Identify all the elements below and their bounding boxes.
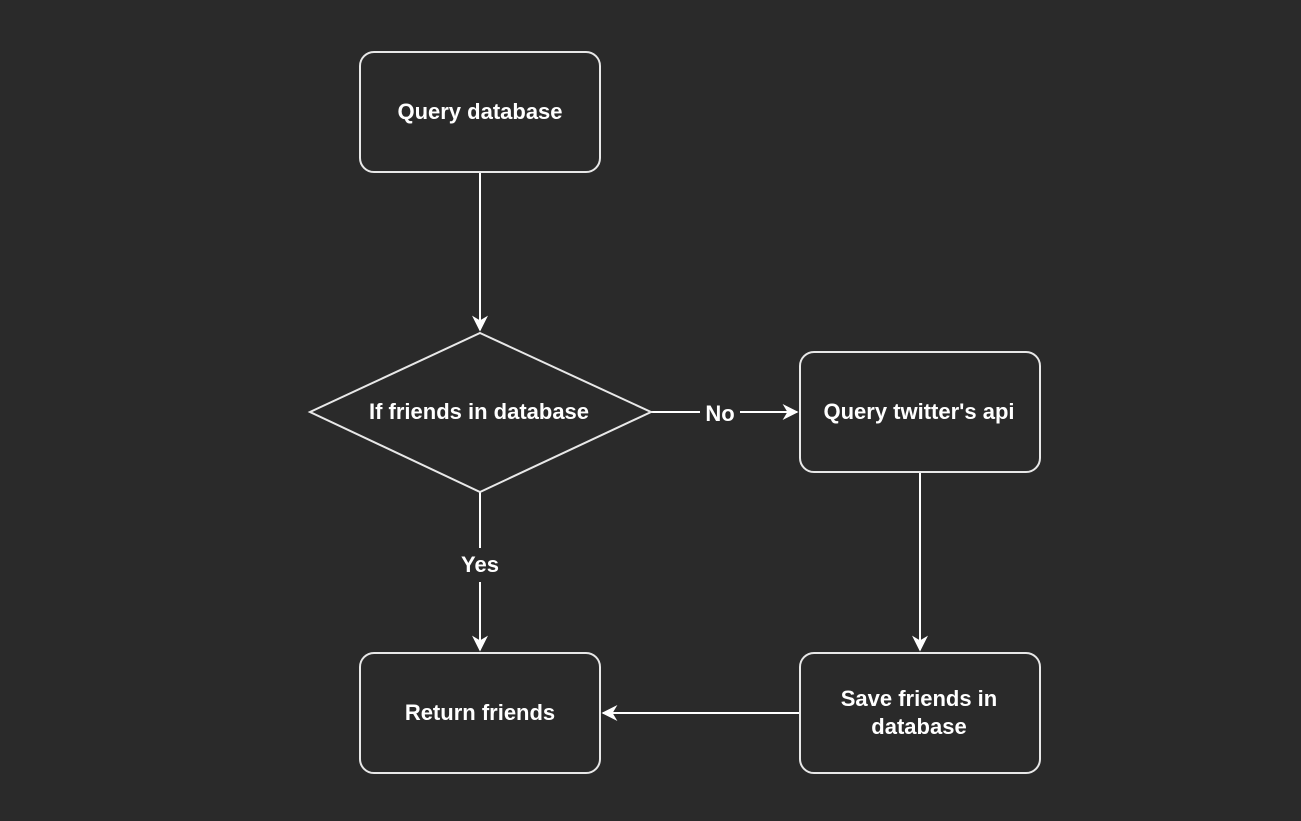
node-return-friends: Return friends (359, 652, 601, 774)
edge-yes-label: Yes (461, 552, 499, 577)
node-if-friends-decision: If friends in database (307, 331, 654, 494)
edge-no-label-bg (700, 400, 740, 426)
node-save-friends-label-line1: Save friends in (841, 686, 998, 711)
edge-no-label: No (705, 401, 734, 426)
node-return-friends-label: Return friends (405, 700, 555, 725)
node-if-friends-label: If friends in database (369, 399, 589, 424)
node-query-database: Query database (359, 51, 601, 173)
node-save-friends: Save friends in database (799, 652, 1041, 774)
node-query-twitter-label: Query twitter's api (823, 399, 1014, 424)
node-query-twitter: Query twitter's api (799, 351, 1041, 473)
node-query-database-label: Query database (397, 99, 562, 124)
node-save-friends-label-line2: database (871, 714, 966, 739)
